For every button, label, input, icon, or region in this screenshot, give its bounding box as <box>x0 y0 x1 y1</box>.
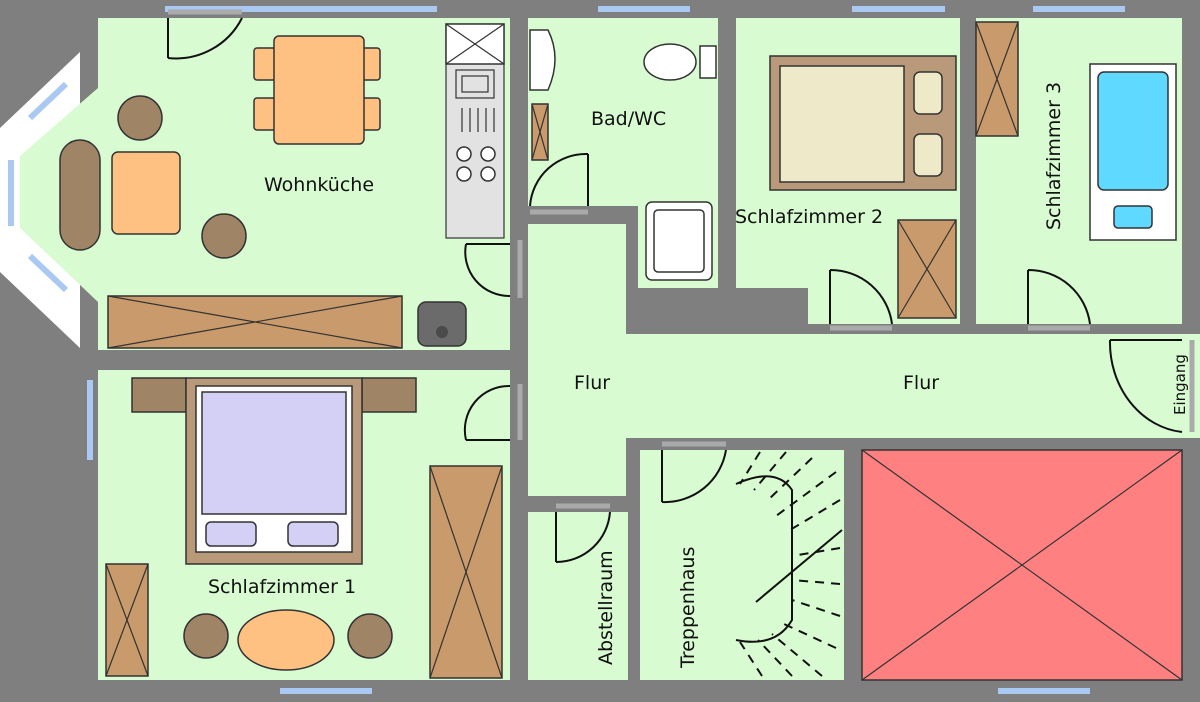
hob <box>456 146 472 162</box>
armchair <box>347 613 393 659</box>
bedroom1-furniture <box>105 377 503 679</box>
bed-linen <box>201 391 347 515</box>
pillow <box>913 71 943 115</box>
bathroom-fixtures <box>529 29 717 281</box>
label-eingang: Eingang <box>1171 354 1189 415</box>
dining-set <box>253 35 381 145</box>
dining-chair <box>253 47 277 81</box>
pillow <box>287 521 339 547</box>
room-labels: Wohnküche Bad/WC Schlafzimmer 2 Schlafzi… <box>208 82 1189 669</box>
label-bad: Bad/WC <box>591 108 666 130</box>
armchair <box>183 613 229 659</box>
label-schlafzimmer3: Schlafzimmer 3 <box>1043 82 1065 230</box>
dining-chair <box>253 97 277 131</box>
floor-abstellraum <box>528 512 628 680</box>
doors <box>167 9 1195 564</box>
label-schlafzimmer1: Schlafzimmer 1 <box>208 576 356 598</box>
windows <box>8 6 1125 694</box>
staircase <box>735 451 843 677</box>
label-treppenhaus: Treppenhaus <box>677 547 699 669</box>
armchair <box>201 213 247 259</box>
pillow <box>205 521 257 547</box>
label-abstellraum: Abstellraum <box>595 550 617 665</box>
label-flur-left: Flur <box>574 372 610 394</box>
round-table <box>237 609 335 671</box>
toilet <box>643 43 697 81</box>
nightstand <box>361 377 417 413</box>
nightstand <box>131 377 187 413</box>
void-cross-2 <box>861 449 1183 681</box>
armchair <box>117 95 163 141</box>
sofa <box>59 139 101 251</box>
dining-table <box>273 35 365 145</box>
side-table <box>111 151 181 235</box>
label-wohnkueche: Wohnküche <box>264 174 374 196</box>
kitchen-unit <box>445 23 505 239</box>
bathtub-water <box>1097 71 1169 191</box>
washbasin <box>529 29 556 91</box>
bed-linen <box>779 65 905 183</box>
pillow <box>913 133 943 177</box>
floor-flur-horizontal <box>626 334 1200 438</box>
bedroom3-furniture <box>975 21 1177 241</box>
bedroom2-furniture <box>769 55 957 319</box>
lounge-set <box>59 95 467 349</box>
bathtub-pad <box>1113 205 1153 229</box>
label-flur-right: Flur <box>903 372 939 394</box>
label-schlafzimmer2: Schlafzimmer 2 <box>735 206 883 228</box>
stove <box>417 301 467 347</box>
floor-flur-vertical <box>528 224 626 496</box>
